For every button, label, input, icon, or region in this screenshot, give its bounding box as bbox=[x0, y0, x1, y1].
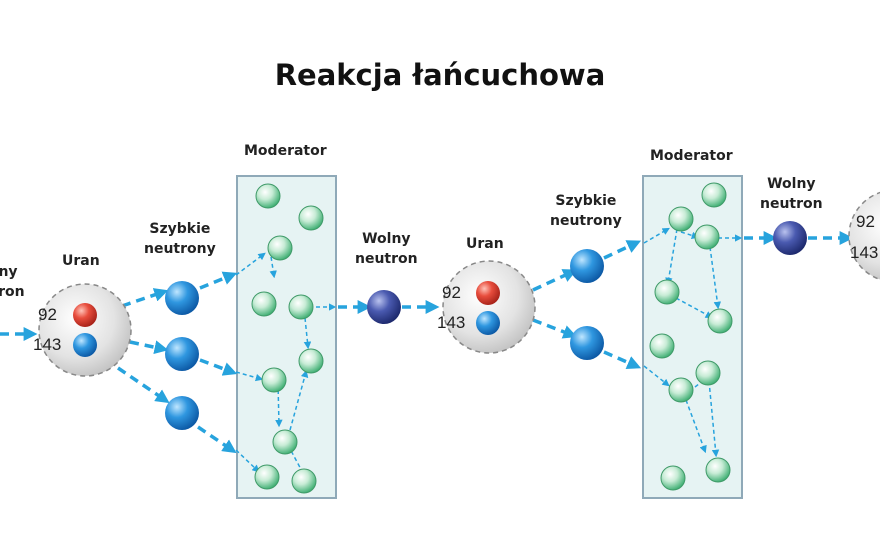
fast-path-4a bbox=[532, 269, 578, 292]
proton-icon bbox=[73, 303, 97, 327]
fast-path-1b bbox=[199, 271, 238, 290]
fast-neutrons-label-2: Szybkie neutrony bbox=[550, 193, 622, 229]
slow-neutron bbox=[773, 221, 807, 255]
proton-icon bbox=[476, 281, 500, 305]
fast-path-2b bbox=[199, 358, 238, 376]
uranium-nucleus-2 bbox=[442, 260, 536, 354]
fast-neutron bbox=[165, 337, 199, 371]
diagram-title: Reakcja łańcuchowa bbox=[274, 58, 606, 92]
fast-path-3a bbox=[117, 366, 170, 404]
uranium-nucleus-3 bbox=[848, 191, 880, 281]
neutron-count-3: 143 bbox=[850, 243, 879, 262]
fast-neutron bbox=[165, 396, 199, 430]
neutron-paths bbox=[0, 231, 854, 454]
free-neutron-label-2: Wolny neutron bbox=[760, 176, 823, 212]
free-neutron-label-left: Wolny neutron bbox=[0, 264, 25, 300]
proton-count-2: 92 bbox=[442, 283, 461, 302]
fast-neutrons-label-1: Szybkie neutrony bbox=[144, 221, 216, 257]
neutron-icon bbox=[73, 333, 97, 357]
proton-count-1: 92 bbox=[38, 305, 57, 324]
fast-neutron bbox=[570, 249, 604, 283]
fast-path-2a bbox=[129, 340, 169, 355]
proton-count-3: 92 bbox=[856, 212, 875, 231]
fast-neutron bbox=[570, 326, 604, 360]
uranium-label-1: Uran bbox=[62, 253, 100, 269]
slow-neutron bbox=[367, 290, 401, 324]
free-neutron-label-1: Wolny neutron bbox=[355, 231, 418, 267]
fast-neutron bbox=[165, 281, 199, 315]
fast-path-4b bbox=[603, 240, 642, 260]
uranium-nucleus-1 bbox=[38, 283, 132, 377]
neutron-icon bbox=[476, 311, 500, 335]
moderator-label-1: Moderator bbox=[244, 143, 327, 159]
moderator-atoms-2 bbox=[649, 182, 733, 491]
neutron-count-2: 143 bbox=[437, 313, 466, 332]
moderator-atoms-1 bbox=[251, 183, 324, 494]
fast-path-5b bbox=[603, 350, 642, 370]
fast-path-1a bbox=[121, 288, 169, 308]
neutron-count-1: 143 bbox=[33, 335, 62, 354]
fast-path-3b bbox=[197, 425, 237, 454]
fast-path-5a bbox=[532, 318, 578, 339]
uranium-label-2: Uran bbox=[466, 236, 504, 252]
moderator-label-2: Moderator bbox=[650, 148, 733, 164]
